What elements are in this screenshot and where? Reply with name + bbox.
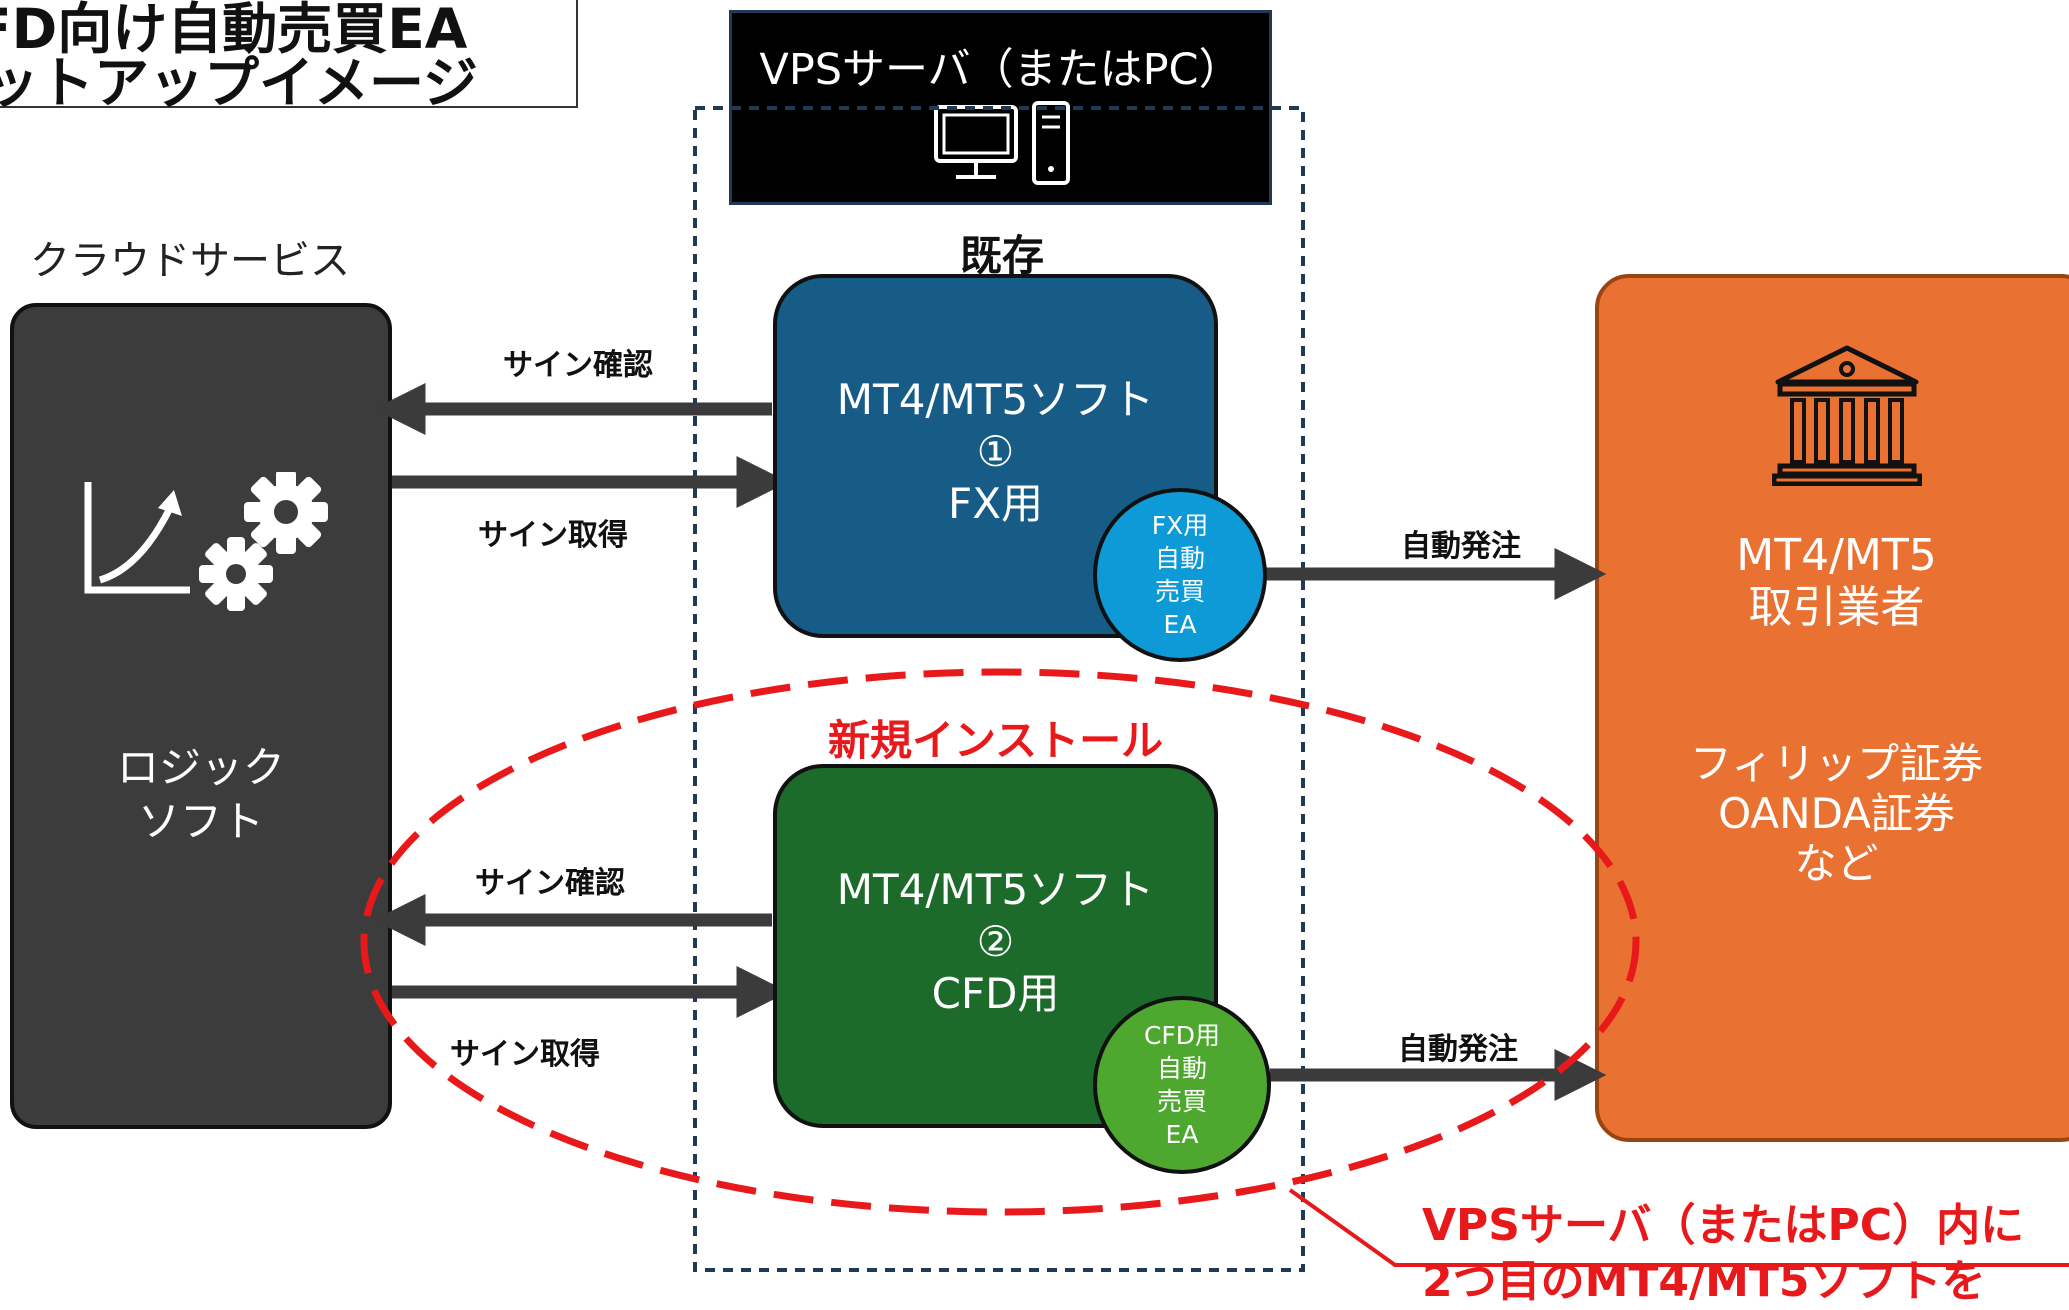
broker-title: MT4/MT5 取引業者 [1599,530,2069,634]
mt-fx-line-3: FX用 [948,479,1043,528]
ea-fx-line-2: 自動 [1154,544,1205,573]
callout-line-2: 2つ目のMT4/MT5ソフトを [1422,1256,1986,1307]
logic-software-box: ロジック ソフト [10,303,392,1129]
vps-server-title: VPSサーバ（またはPC） [759,45,1242,95]
diagram-title-box: FD向け自動売買EA ットアップイメージ [0,0,578,115]
ea-cfd-line-1: CFD用 [1143,1021,1221,1050]
ea-badge-fx: FX用 自動 売買 EA [1093,488,1267,662]
ea-cfd-line-3: 売買 [1156,1087,1207,1116]
ea-badge-cfd: CFD用 自動 売買 EA [1093,996,1271,1174]
ea-fx-line-1: FX用 [1151,511,1209,540]
broker-example-1: フィリップ証券 [1689,739,1984,788]
cloud-service-label: クラウドサービス [30,238,350,284]
broker-title-line-1: MT4/MT5 [1736,530,1937,581]
label-sign-confirm-fx: サイン確認 [503,348,653,383]
ea-fx-line-4: EA [1163,610,1197,639]
label-sign-get-cfd: サイン取得 [450,1037,600,1072]
diagram-title-line-1: FD向け自動売買EA [0,0,468,61]
logic-label-line-2: ソフト [137,797,264,846]
diagram-title-line-2: ットアップイメージ [0,51,478,115]
broker-example-2: OANDA証券 [1718,789,1955,838]
mt-cfd-line-1: MT4/MT5ソフト [836,865,1155,914]
broker-examples: フィリップ証券 OANDA証券 など [1599,739,2069,889]
bank-icon [1772,345,1922,486]
mt-fx-line-1: MT4/MT5ソフト [836,375,1155,424]
broker-title-line-2: 取引業者 [1748,582,1925,633]
mt-cfd-line-2: ② [976,917,1015,966]
callout-line-1: VPSサーバ（またはPC）内に [1422,1200,2025,1251]
label-auto-order-cfd: 自動発注 [1398,1032,1518,1067]
broker-example-3: など [1794,839,1879,888]
mt-software-text-cfd: MT4/MT5ソフト ② CFD用 [777,864,1214,1020]
mt-software-text-fx: MT4/MT5ソフト ① FX用 [777,374,1214,530]
logic-label-line-1: ロジック [116,743,285,792]
mt-fx-line-2: ① [976,427,1015,476]
label-sign-confirm-cfd: サイン確認 [475,866,625,901]
logic-software-label: ロジック ソフト [14,741,388,849]
computer-icon [934,101,1070,185]
chart-gears-icon [84,472,328,611]
callout-text: VPSサーバ（またはPC）内に 2つ目のMT4/MT5ソフトを [1422,1198,2024,1310]
label-sign-get-fx: サイン取得 [478,518,628,553]
broker-box: MT4/MT5 取引業者 フィリップ証券 OANDA証券 など [1595,274,2069,1142]
ea-cfd-line-2: 自動 [1156,1054,1207,1083]
ea-fx-line-3: 売買 [1154,577,1205,606]
ea-cfd-line-4: EA [1165,1120,1199,1149]
new-install-label: 新規インストール [828,716,1164,765]
existing-label: 既存 [959,231,1044,280]
label-auto-order-fx: 自動発注 [1401,529,1521,564]
vps-server-header: VPSサーバ（またはPC） [729,10,1272,205]
